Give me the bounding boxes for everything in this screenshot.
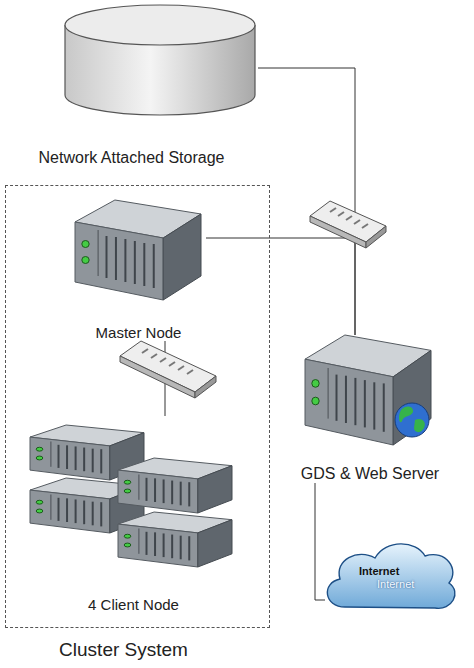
node-label: Master Node (31, 324, 246, 341)
storage-node: Network Attached Storage (5, 5, 258, 167)
globe-icon (395, 403, 429, 437)
server-icon (118, 512, 232, 567)
server-group-node: 4 Client Node (26, 416, 241, 613)
server-icon (118, 458, 232, 513)
storage-cylinder (65, 5, 255, 115)
node-label: Network Attached Storage (0, 149, 298, 167)
server-icon (305, 335, 431, 445)
server-icon (75, 200, 201, 300)
cloud-label: Internet (377, 578, 414, 590)
network-link (206, 238, 355, 335)
server-node: GDS & Web Server (295, 335, 445, 483)
cloud-label: Internet (359, 565, 399, 577)
cloud-node: InternetInternet (325, 540, 457, 615)
cluster-group: Cluster SystemMaster Node4 Client Node (5, 185, 270, 628)
server-node: Master Node (71, 196, 206, 341)
network-switch (120, 341, 216, 398)
node-label: GDS & Web Server (255, 465, 474, 483)
node-label: 4 Client Node (0, 596, 281, 613)
network-link (258, 68, 355, 335)
network-switch (310, 201, 386, 248)
group-label: Cluster System (6, 639, 241, 661)
internet-cloud (327, 544, 455, 608)
network-link (315, 483, 325, 600)
